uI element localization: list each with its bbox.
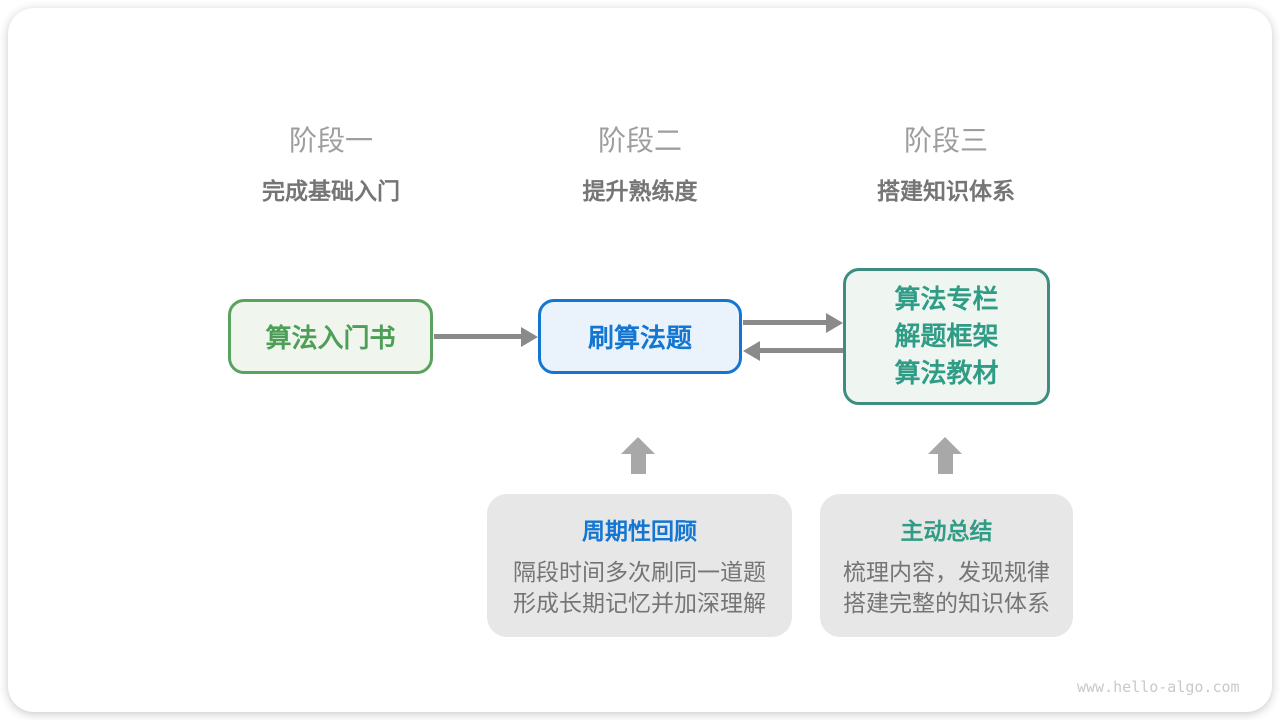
arrow-up-icon xyxy=(621,437,655,474)
stage-3-header: 阶段三 搭建知识体系 xyxy=(796,125,1096,206)
callout-active-summary-body: 梳理内容，发现规律 搭建完整的知识体系 xyxy=(820,557,1073,619)
arrow-up-head xyxy=(621,437,655,454)
stage-2-header: 阶段二 提升熟练度 xyxy=(490,125,790,206)
arrow-shaft xyxy=(434,334,524,339)
node-knowledge-line-2: 解题框架 xyxy=(894,321,999,351)
callout-active-summary: 主动总结 梳理内容，发现规律 搭建完整的知识体系 xyxy=(820,494,1073,637)
arrow-shaft xyxy=(757,348,843,353)
callout-active-summary-title: 主动总结 xyxy=(900,518,993,544)
stage-2-subtitle: 提升熟练度 xyxy=(582,178,698,204)
callout-body-line: 搭建完整的知识体系 xyxy=(843,590,1050,616)
stage-2-title: 阶段二 xyxy=(597,125,682,156)
node-practice: 刷算法题 xyxy=(538,299,742,374)
callout-body-line: 形成长期记忆并加深理解 xyxy=(513,590,766,616)
callout-body-line: 隔段时间多次刷同一道题 xyxy=(513,559,766,585)
arrow-up-shaft xyxy=(937,454,953,474)
arrow-head xyxy=(743,341,760,361)
callout-body-line: 梳理内容，发现规律 xyxy=(843,559,1050,585)
arrow-head xyxy=(521,327,538,347)
arrow-right-icon xyxy=(434,327,538,347)
node-intro-book: 算法入门书 xyxy=(228,299,433,374)
node-knowledge-line-3: 算法教材 xyxy=(894,358,999,388)
arrow-left-icon xyxy=(743,341,843,361)
node-knowledge: 算法专栏 解题框架 算法教材 xyxy=(843,268,1050,405)
node-intro-book-label: 算法入门书 xyxy=(265,323,396,353)
arrow-up-shaft xyxy=(630,454,646,474)
node-practice-label: 刷算法题 xyxy=(587,323,692,353)
arrow-up-head xyxy=(928,437,962,454)
arrow-right-icon xyxy=(743,313,843,333)
arrow-head xyxy=(826,313,843,333)
node-knowledge-line-1: 算法专栏 xyxy=(894,284,999,314)
callout-periodic-review-body: 隔段时间多次刷同一道题 形成长期记忆并加深理解 xyxy=(487,557,792,619)
stage-3-title: 阶段三 xyxy=(903,125,988,156)
stage-1-subtitle: 完成基础入门 xyxy=(262,178,400,204)
stage-1-title: 阶段一 xyxy=(288,125,373,156)
callout-periodic-review-title: 周期性回顾 xyxy=(582,518,697,544)
arrow-shaft xyxy=(743,320,829,325)
stage-1-header: 阶段一 完成基础入门 xyxy=(181,125,481,206)
stage-3-subtitle: 搭建知识体系 xyxy=(877,178,1015,204)
arrow-up-icon xyxy=(928,437,962,474)
callout-periodic-review: 周期性回顾 隔段时间多次刷同一道题 形成长期记忆并加深理解 xyxy=(487,494,792,637)
watermark-url: www.hello-algo.com xyxy=(1077,678,1240,696)
